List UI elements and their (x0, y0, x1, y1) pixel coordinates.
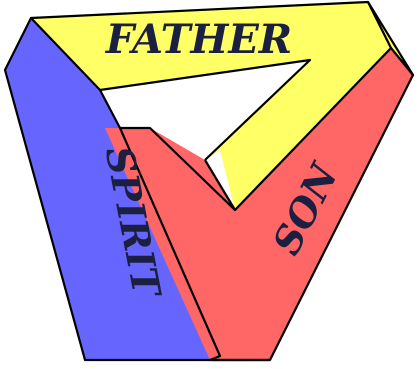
label-father: FATHER (105, 16, 292, 63)
